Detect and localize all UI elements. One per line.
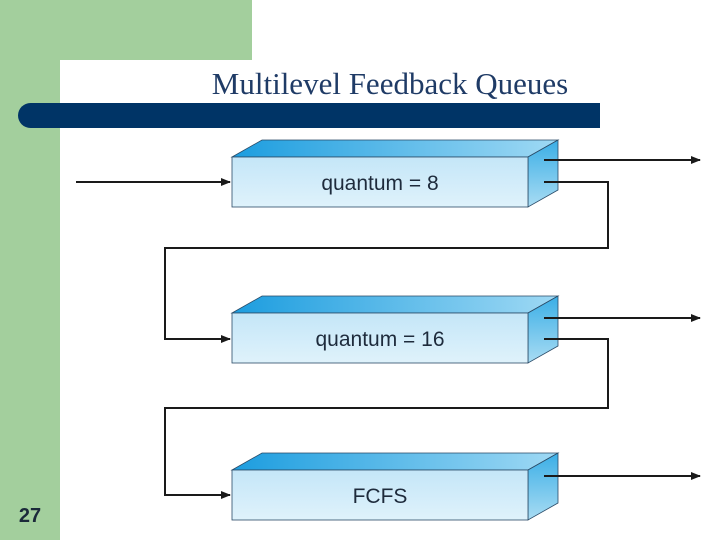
slide-title: Multilevel Feedback Queues xyxy=(211,66,569,101)
slide-number: 27 xyxy=(18,505,42,527)
queue-box-2: quantum = 16 xyxy=(230,295,560,364)
queue-label-3: FCFS xyxy=(353,485,408,508)
feedback-arrow-1-to-2 xyxy=(164,181,609,343)
feedback-arrow-2-to-3 xyxy=(164,338,609,499)
queue-label-2: quantum = 16 xyxy=(315,328,444,351)
title-underline-bar xyxy=(18,103,600,128)
queue-label-1: quantum = 8 xyxy=(321,172,438,195)
sidebar-green-bar xyxy=(0,0,60,540)
queue-box-1: quantum = 8 xyxy=(230,139,560,208)
queue-box-3: FCFS xyxy=(230,452,560,521)
header-green-block xyxy=(60,0,252,60)
